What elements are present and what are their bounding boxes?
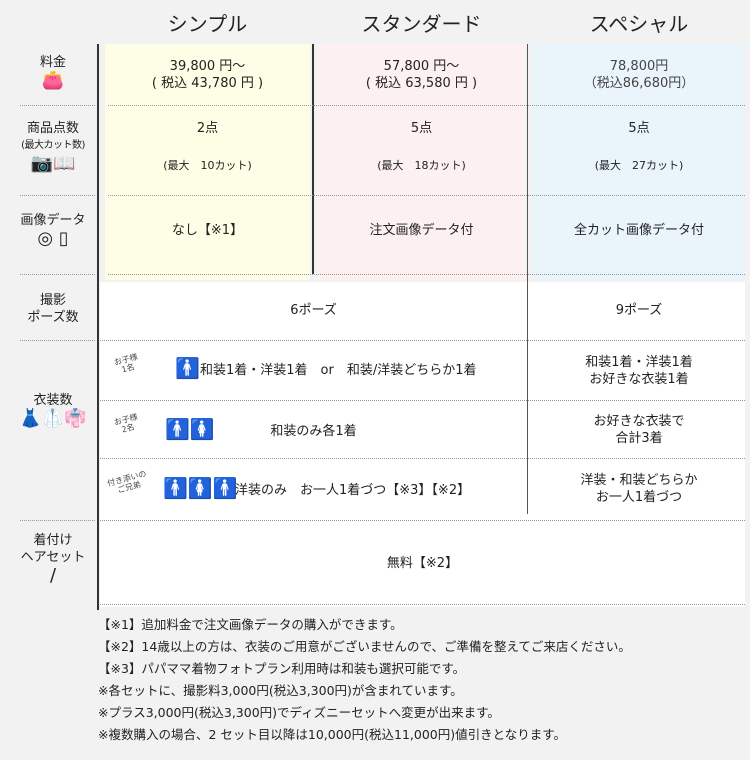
disc-icon: ◎: [37, 228, 54, 249]
comb-icon: /: [49, 565, 57, 586]
divider: [527, 44, 528, 514]
three-people-icon: 🚹🚺🚹: [163, 476, 238, 500]
label-image-data: 画像データ ◎ ▯: [20, 213, 86, 249]
divider: [312, 44, 314, 274]
label-hair: 着付け ヘアセット /: [8, 532, 98, 586]
image-simple: なし【※1】: [171, 223, 244, 238]
plan-header-special: スペシャル: [589, 12, 689, 36]
coin-purse-icon: 👛: [41, 70, 65, 91]
book-icon: 📖: [53, 153, 76, 174]
plan-header-simple: シンプル: [167, 12, 248, 36]
price-standard: 57,800 円〜( 税込 63,580 円 ): [365, 59, 478, 91]
divider: [97, 44, 99, 610]
camera-icon: 📷: [30, 153, 53, 174]
special-column: [533, 44, 745, 280]
costume-siblings: 洋装のみ お一人1着づつ【※3】【※2】: [235, 483, 471, 498]
poses-special: 9ポーズ: [615, 303, 663, 318]
costume-child-1: 和装1着・洋装1着 or 和装/洋装どちらか1着: [200, 363, 477, 378]
items-simple: 2点: [196, 121, 219, 136]
simple-column: [105, 44, 310, 280]
cuts-special: (最大 27カット): [594, 159, 684, 172]
notes: 【※1】追加料金で注文画像データの購入ができます。 【※2】14歳以上の方は、衣…: [98, 617, 631, 742]
hair-value: 無料【※2】: [386, 556, 459, 571]
costume-special-3: 洋装・和装どちらかお一人1着づつ: [580, 473, 698, 505]
costume-special-2: お好きな衣装で合計3着: [593, 414, 685, 446]
smartphone-icon: ▯: [58, 228, 69, 249]
tag-siblings: 付き添いのご兄弟: [106, 469, 148, 495]
label-items: 商品点数 (最大カット数) 📷📖: [21, 121, 85, 174]
image-special: 全カット画像データ付: [573, 223, 704, 238]
price-simple: 39,800 円〜( 税込 43,780 円 ): [151, 59, 264, 91]
items-standard: 5点: [410, 121, 433, 136]
cuts-simple: (最大 10カット): [163, 159, 252, 172]
label-price: 料金 👛: [8, 54, 98, 91]
two-people-icon: 🚹🚺: [165, 417, 215, 441]
poses-simple-standard: 6ポーズ: [290, 303, 337, 318]
cuts-standard: (最大 18カット): [377, 159, 466, 172]
image-standard: 注文画像データ付: [369, 223, 474, 238]
plan-header-standard: スタンダード: [361, 12, 482, 36]
price-special: 78,800円（税込86,680円）: [583, 59, 695, 91]
lower-table: [100, 282, 745, 607]
costume-special-1: 和装1着・洋装1着お好きな衣装1着: [585, 355, 693, 387]
label-costume: 衣装数 👗🥼👘: [8, 392, 98, 429]
standard-column: [318, 44, 525, 280]
label-poses: 撮影 ポーズ数: [27, 293, 79, 325]
items-special: 5点: [628, 121, 650, 136]
costume-child-2: 和装のみ各1着: [270, 424, 357, 439]
person-icon: 🚹: [175, 356, 200, 380]
costume-icon: 👗🥼👘: [19, 408, 87, 429]
